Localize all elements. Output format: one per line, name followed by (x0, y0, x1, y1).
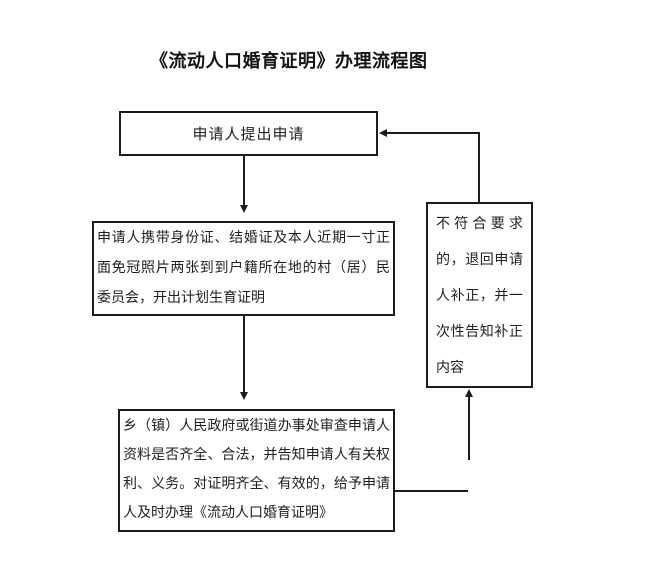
arrowhead-up-icon (465, 389, 473, 397)
flow-box-reject: 不符合要求的，退回申请人补正，并一次性告知补正内容 (426, 202, 533, 388)
arrowhead-down-icon (240, 392, 248, 400)
page-title: 《流动人口婚育证明》办理流程图 (150, 51, 428, 72)
connector-reject-to-apply-horizontal (387, 132, 479, 134)
flow-box-apply: 申请人提出申请 (119, 111, 378, 156)
connector-materials-to-review (243, 316, 245, 392)
connector-review-to-reject-vertical (468, 397, 470, 460)
connector-apply-to-materials (243, 156, 245, 205)
flow-box-apply-label: 申请人提出申请 (192, 125, 305, 143)
connector-review-to-reject-horizontal (395, 490, 468, 492)
flow-box-materials: 申请人携带身份证、结婚证及本人近期一寸正面免冠照片两张到到户籍所在地的村（居）民… (92, 221, 395, 316)
flow-box-review: 乡（镇）人民政府或街道办事处审查申请人资料是否齐全、合法，并告知申请人有关权利、… (118, 409, 395, 532)
arrowhead-left-icon (379, 129, 387, 137)
connector-reject-to-apply-vertical (478, 132, 480, 202)
arrowhead-down-icon (240, 205, 248, 213)
